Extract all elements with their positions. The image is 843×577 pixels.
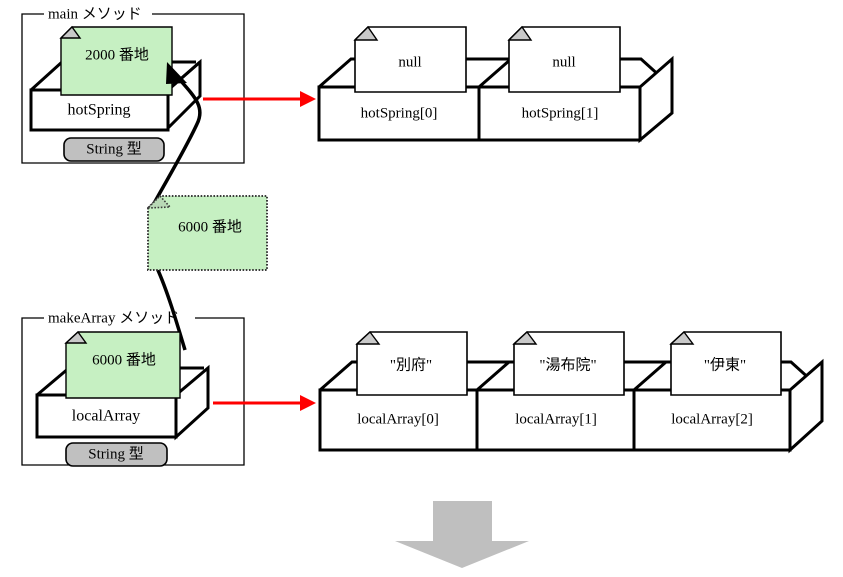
- group-label-main: main メソッド: [48, 6, 142, 22]
- floating-note-6000: 6000 番地: [145, 194, 268, 271]
- type-pill-main-shape: [63, 137, 165, 162]
- array-localarray-cell-1-label: localArray[1]: [515, 411, 597, 427]
- cross-method-arrow-lower-segment: [155, 267, 187, 351]
- type-pill-main: String 型: [63, 137, 165, 162]
- array-localarray-cell-0: [318, 388, 479, 452]
- note-2000-text: 2000 番地: [85, 46, 149, 63]
- note-hotspring-1-fold-icon: [507, 25, 533, 41]
- note-hotspring-1-null: null: [507, 25, 621, 93]
- array-hotspring-cell-1: [477, 85, 642, 142]
- note-localarray-1-fold-icon: [512, 330, 538, 345]
- variable-name-hotspring: hotSpring: [67, 102, 130, 119]
- type-pill-main-label: String 型: [86, 140, 141, 157]
- note-2000-banchi: 2000 番地: [59, 25, 173, 96]
- note-localarray-2-value: "伊東": [704, 356, 746, 373]
- variable-box-hotspring-side-edge: [167, 60, 201, 92]
- flow-arrow-down-shape: [395, 501, 529, 568]
- reference-arrow-makearray-head: [300, 395, 316, 411]
- variable-box-hotspring-front-face: [29, 88, 170, 132]
- note-localarray-0-value: "別府": [390, 356, 432, 373]
- floating-note-6000-fold-icon: [145, 194, 172, 209]
- note-localarray-2-fold-icon: [669, 330, 695, 345]
- array-hotspring-cell-0-label: hotSpring[0]: [361, 105, 438, 121]
- note-localarray-0: "別府": [355, 330, 468, 396]
- note-localarray-0-fold-icon: [355, 330, 381, 345]
- array-hotspring-cell-1-label: hotSpring[1]: [522, 105, 599, 121]
- note-localarray-1: "湯布院": [512, 330, 625, 396]
- group-box-main-outline: [21, 13, 245, 164]
- array-localarray-cell-0-label: localArray[0]: [357, 411, 439, 427]
- flow-arrow-down: [395, 501, 529, 568]
- variable-name-localarray: localArray: [72, 408, 140, 425]
- type-pill-makearray: String 型: [65, 442, 168, 467]
- array-localarray-side-face: [788, 358, 824, 454]
- variable-box-localarray-front-face: [35, 393, 178, 439]
- note-hotspring-0-value: null: [398, 54, 421, 70]
- array-hotspring-divider-rear: [478, 57, 512, 89]
- variable-box-localarray: localArray: [35, 364, 210, 441]
- array-localarray-divider-rear-0: [476, 360, 510, 392]
- note-hotspring-0-fold-icon: [353, 25, 379, 41]
- group-label-makearray: makeArray メソッド: [48, 310, 179, 326]
- group-main-method: main メソッド: [21, 6, 245, 164]
- cross-method-reference-arrow: [150, 62, 202, 351]
- note-localarray-2: "伊東": [669, 330, 782, 396]
- note-localarray-1-value: "湯布院": [539, 355, 596, 373]
- type-pill-makearray-shape: [65, 442, 168, 467]
- cross-method-arrow-head: [166, 62, 187, 84]
- variable-box-hotspring: hotSpring: [29, 58, 202, 132]
- note-6000-banchi-local: 6000 番地: [64, 330, 181, 399]
- reference-arrow-makearray: [213, 395, 316, 411]
- reference-arrow-main-head: [300, 91, 316, 107]
- note-2000-fold-icon: [59, 25, 82, 39]
- array-localarray-cell-2-label: localArray[2]: [671, 411, 753, 427]
- floating-note-6000-text: 6000 番地: [178, 218, 242, 235]
- note-hotspring-1-value: null: [552, 54, 575, 70]
- note-6000-local-text: 6000 番地: [92, 351, 156, 368]
- array-hotspring-cell-0: [317, 85, 481, 142]
- note-6000-local-fold-icon: [64, 330, 88, 344]
- reference-arrow-main: [203, 91, 316, 107]
- note-hotspring-0-null: null: [353, 25, 467, 93]
- type-pill-makearray-label: String 型: [88, 445, 143, 462]
- array-hotspring: hotSpring[0] hotSpring[1]: [317, 55, 674, 144]
- array-hotspring-side-face: [638, 55, 674, 144]
- variable-box-localarray-side-face: [174, 364, 210, 441]
- cross-method-arrow-upper-segment: [150, 78, 202, 208]
- array-localarray-divider-rear-1: [633, 360, 667, 392]
